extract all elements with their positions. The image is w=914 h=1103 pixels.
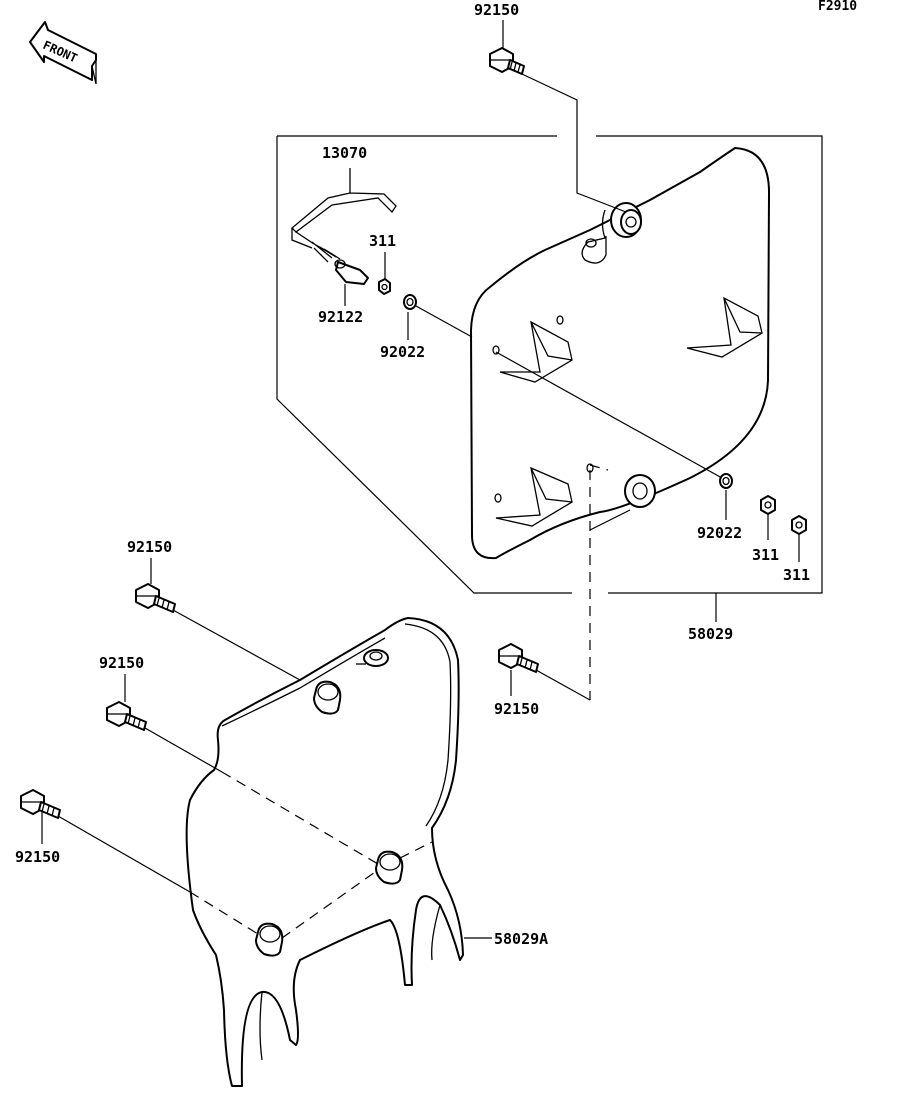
boss-middle xyxy=(375,850,404,885)
boss-upper xyxy=(313,680,342,715)
bolt-92150-left-2-icon xyxy=(106,701,147,731)
bolt-92150-top-icon xyxy=(489,47,525,75)
collar-92122 xyxy=(334,259,369,285)
nut-311-c-icon xyxy=(791,515,807,535)
bolt-92150-mid-icon xyxy=(498,643,539,673)
label-92150-top: 92150 xyxy=(474,1,519,19)
label-311-c: 311 xyxy=(783,566,810,584)
bracket-13070 xyxy=(291,168,397,263)
label-92150-left-1: 92150 xyxy=(127,538,172,556)
diagram-ref: F2910 xyxy=(818,0,857,14)
label-92150-left-2: 92150 xyxy=(99,654,144,672)
nut-311-b-icon xyxy=(760,495,776,515)
label-92150-mid: 92150 xyxy=(494,700,539,718)
label-311-a: 311 xyxy=(369,232,396,250)
label-311-b: 311 xyxy=(752,546,779,564)
label-92022-b: 92022 xyxy=(697,524,742,542)
plate-58029 xyxy=(470,147,771,560)
boss-lower xyxy=(255,922,284,957)
nut-311-icon xyxy=(378,278,391,295)
bolt-92150-left-3-icon xyxy=(20,789,61,819)
assembly-frame xyxy=(276,135,823,594)
washer-92022-a-icon xyxy=(403,294,417,310)
label-58029: 58029 xyxy=(688,625,733,643)
label-58029a: 58029A xyxy=(494,930,548,948)
bolt-92150-left-1-icon xyxy=(135,583,176,613)
cover-58029a xyxy=(185,617,464,1087)
front-arrow-icon: FRONT xyxy=(29,21,97,85)
label-92022-a: 92022 xyxy=(380,343,425,361)
label-92150-left-3: 92150 xyxy=(15,848,60,866)
washer-92022-b-icon xyxy=(719,473,733,489)
label-92122: 92122 xyxy=(318,308,363,326)
label-13070: 13070 xyxy=(322,144,367,162)
